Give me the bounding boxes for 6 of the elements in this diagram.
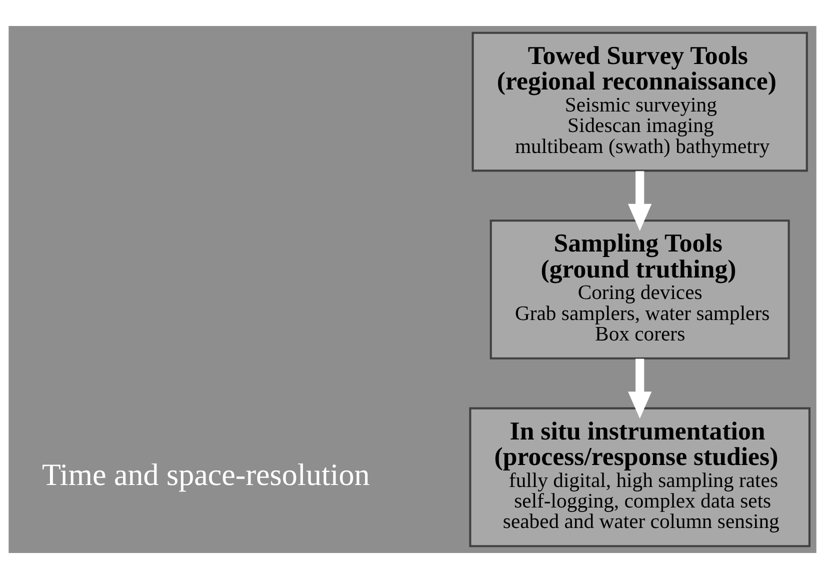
node-box: Towed Survey Tools (regional reconnaissance) Seismic surveying Sidescan imaging multibeam (swath) bathymetry: [472, 31, 808, 172]
node-box: Sampling Tools (ground truthing) Coring devices Grab samplers, water samplers Box corers: [490, 219, 790, 359]
label: Time and space-resolution: [42, 456, 370, 492]
node-box: In situ instrumentation (process/response studies) fully digital, high sampling rates self-logging, complex data sets seabed and water column sensing: [469, 406, 810, 547]
arrow: [628, 170, 652, 230]
arrow: [628, 358, 652, 418]
